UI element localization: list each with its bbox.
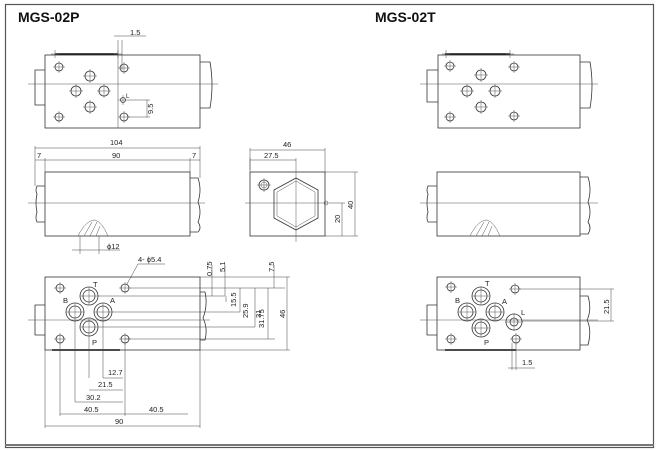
valve-body [436,171,581,237]
model-title-mgs-02t: MGS-02T [375,9,436,25]
dim-label: 40.5 [149,405,164,414]
left-cap [34,69,45,106]
dim-label: 40.5 [84,405,99,414]
valve-body [44,171,191,237]
dim-lines [211,265,288,350]
right-cap [200,61,213,109]
port-label-p: P [484,338,489,347]
port-hole-set [54,282,131,345]
port-label-l: L [126,94,130,100]
mgs-02p-side-view: 104 7 90 7 ϕ12 [28,138,205,254]
dim-label: 1.5 [522,358,532,367]
right-cap [580,61,593,109]
dim-leader [330,202,345,236]
mgs-02t-side-view [420,171,598,237]
dim-label: 7 [192,151,196,160]
dim-label: 104 [110,138,123,147]
dim-label: 21.5 [98,380,113,389]
dim-leader [72,236,120,254]
mgs-02t-top-view [420,50,598,129]
dim-label: 12.7 [108,368,123,377]
mgs-02p-bottom-view: T B A P 4- ϕ5.4 0.75 5.1 7.5 15.5 25.9 3… [28,255,290,428]
port-hole-set [445,281,523,345]
model-title-mgs-02p: MGS-02P [18,9,80,25]
dim-label: 90 [115,417,123,426]
dim-leader [519,288,614,322]
dim-leader [325,171,358,237]
hole-callout: 4- ϕ5.4 [138,255,161,264]
port-label-a: A [110,296,115,305]
dim-label: 31.75 [257,309,266,328]
dim-leader [128,99,150,118]
dim-label: 40 [346,201,355,209]
dim-label: 5.1 [218,262,227,272]
port-label-b: B [455,296,460,305]
dim-label: 31 [254,310,263,318]
left-nut [35,185,45,223]
dim-leader [35,158,200,172]
port-label-l: L [521,308,525,317]
valve-body [249,171,326,237]
dim-leader [249,158,296,170]
dim-label: 46 [278,310,287,318]
port-label-t: T [485,279,490,288]
port-hole-set [442,50,520,123]
valve-body [44,54,201,129]
dim-label: 9.5 [146,104,155,114]
left-nut [426,185,437,223]
dim-lines [45,377,200,427]
dim-label: 27.5 [264,151,279,160]
dim-leader [34,146,201,186]
right-cap [580,295,591,346]
port-label-a: A [502,297,507,306]
dim-label: 25.9 [241,303,250,318]
dim-extension-lines [44,321,201,428]
dim-label: 20 [333,215,342,223]
dim-label: 7.5 [267,262,276,272]
dim-leader [114,35,146,128]
dim-label: 46 [283,140,291,149]
section-hatch [77,219,109,237]
dim-label: 15.5 [229,292,238,307]
mgs-02p-top-view: 1.5 9.5 L [28,28,218,129]
dim-label: 30.2 [86,393,101,402]
dim-extension-lines [98,276,290,351]
callout-leader [126,263,165,285]
dim-label: 0.75 [205,261,214,276]
dim-label: 1.5 [130,28,140,37]
port-label-b: B [63,296,68,305]
port-label-t: T [93,280,98,289]
mgs-02p-end-view: 46 27.5 40 20 [245,140,358,242]
valve-body [437,54,581,129]
right-nut [580,176,591,235]
dim-label: 90 [112,151,120,160]
dim-label: 7 [37,151,41,160]
mgs-02t-bottom-view: T B A P L 21.5 1.5 [420,276,614,370]
sheet-border [4,3,655,449]
left-cap [426,69,438,103]
valve-body [44,276,201,351]
dim-leader [508,343,535,370]
right-nut [190,177,201,233]
port-label-p: P [92,338,97,347]
right-cap [200,291,207,341]
section-hatch [469,219,501,237]
dim-label: 21.5 [602,299,611,314]
dim-label: ϕ12 [107,242,120,251]
